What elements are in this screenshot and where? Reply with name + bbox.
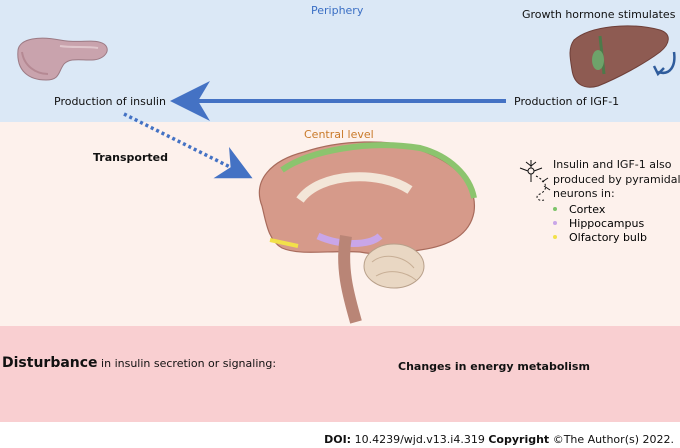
copyright-value: ©The Author(s) 2022. xyxy=(549,433,674,446)
legend-item-hippocampus: Hippocampus xyxy=(553,217,644,230)
central-level-label: Central level xyxy=(304,128,374,141)
energy-metabolism-label: Changes in energy metabolism xyxy=(398,360,590,373)
legend-label: Olfactory bulb xyxy=(569,231,647,244)
legend-label: Hippocampus xyxy=(569,217,645,230)
hippocampus-marker xyxy=(553,221,557,225)
transported-label: Transported xyxy=(93,151,168,164)
copyright-label: Copyright xyxy=(488,433,550,446)
insulin-production-label: Production of insulin xyxy=(54,95,166,108)
transport-arrow xyxy=(123,112,253,179)
citation-footer: DOI: 10.4239/wjd.v13.i4.319 Copyright ©T… xyxy=(324,433,674,446)
cortex-marker xyxy=(553,207,557,211)
doi-label: DOI: xyxy=(324,433,352,446)
neuron-icon xyxy=(519,160,551,201)
legend-item-olfactory-bulb: Olfactory bulb xyxy=(553,231,647,244)
pancreas-illustration xyxy=(17,37,108,81)
brain-illustration xyxy=(258,141,477,324)
doi-value: 10.4239/wjd.v13.i4.319 xyxy=(351,433,489,446)
liver-illustration xyxy=(569,25,676,88)
olfactory-bulb-marker xyxy=(553,235,557,239)
growth-hormone-label: Growth hormone stimulates xyxy=(522,8,676,21)
disturbance-statement: Disturbance in insulin secretion or sign… xyxy=(2,355,276,371)
legend-label: Cortex xyxy=(569,203,606,216)
neurons-description: Insulin and IGF-1 also produced by pyram… xyxy=(553,158,680,200)
disturbance-band xyxy=(0,326,680,422)
disturbance-bold: Disturbance xyxy=(2,355,98,371)
legend-item-cortex: Cortex xyxy=(553,203,605,216)
disturbance-rest: in insulin secretion or signaling: xyxy=(97,357,277,370)
igf-production-label: Production of IGF-1 xyxy=(514,95,620,108)
periphery-label: Periphery xyxy=(311,4,364,17)
